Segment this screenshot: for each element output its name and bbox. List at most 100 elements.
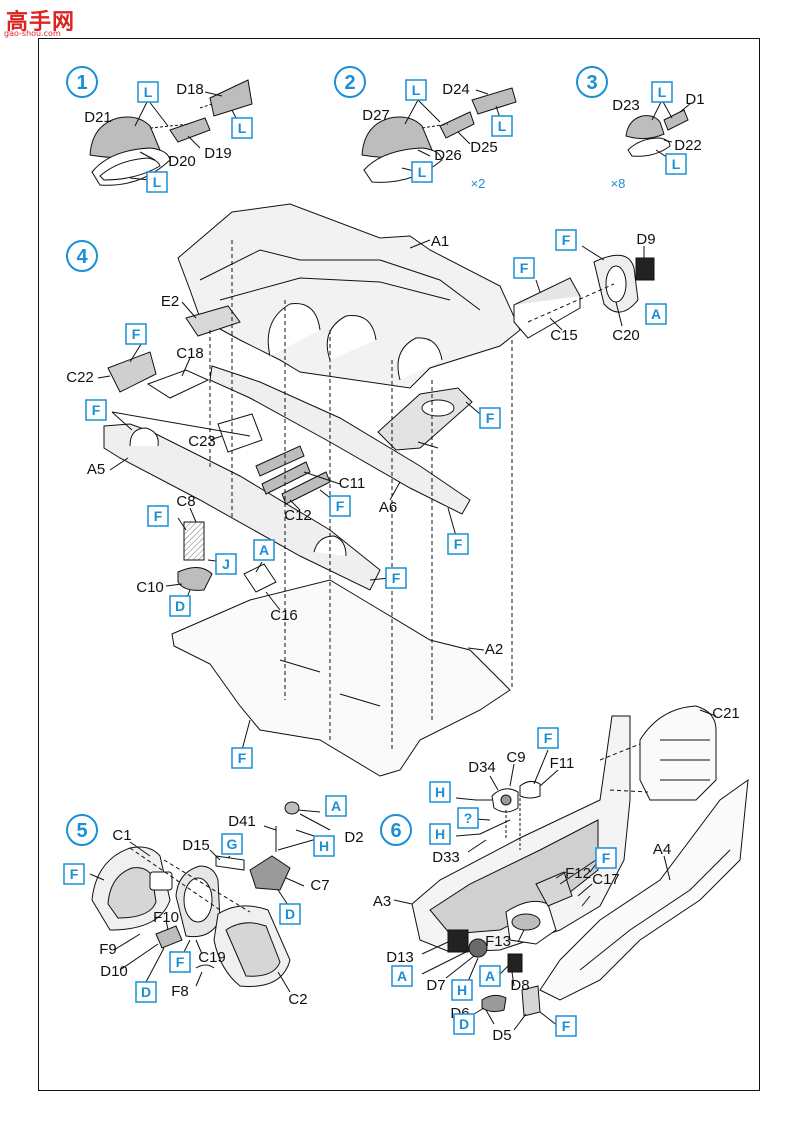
- step-number: 3: [586, 72, 597, 94]
- step-6-marker: 6: [380, 814, 412, 846]
- part-label-c17: C17: [592, 871, 620, 888]
- step-4-drawing: [103, 203, 655, 777]
- color-code-letter: H: [457, 982, 467, 998]
- color-code-letter: H: [435, 784, 445, 800]
- part-label-e2: E2: [161, 293, 179, 310]
- part-label-d15: D15: [182, 837, 210, 854]
- part-label-d25: D25: [470, 139, 498, 156]
- color-code-box: A: [391, 965, 413, 987]
- step-multiplier: ×2: [471, 176, 486, 191]
- color-code-letter: F: [70, 866, 79, 882]
- color-code-letter: A: [397, 968, 407, 984]
- color-code-box: F: [169, 951, 191, 973]
- part-label-f12: F12: [565, 865, 591, 882]
- color-code-box: L: [491, 115, 513, 137]
- color-code-letter: F: [92, 402, 101, 418]
- color-code-letter: F: [562, 232, 571, 248]
- part-label-d27: D27: [362, 107, 390, 124]
- site-logo: 高手网 gao-shou.com: [2, 4, 78, 38]
- color-code-box: F: [125, 323, 147, 345]
- color-code-letter: ?: [464, 810, 473, 826]
- part-label-d34: D34: [468, 759, 496, 776]
- color-code-letter: L: [498, 118, 507, 134]
- part-label-c2: C2: [288, 991, 307, 1008]
- part-label-d20: D20: [168, 153, 196, 170]
- part-label-d21: D21: [84, 109, 112, 126]
- color-code-box: L: [665, 153, 687, 175]
- part-label-c16: C16: [270, 607, 298, 624]
- step-number: 2: [344, 72, 355, 94]
- part-label-d22: D22: [674, 137, 702, 154]
- part-label-d24: D24: [442, 81, 470, 98]
- step-circle: [66, 240, 98, 272]
- part-label-c9: C9: [506, 749, 525, 766]
- part-label-d13: D13: [386, 949, 414, 966]
- color-code-letter: F: [562, 1018, 571, 1034]
- color-code-letter: F: [544, 730, 553, 746]
- step-6-leaders: [393, 709, 717, 1031]
- color-code-box: D: [135, 981, 157, 1003]
- part-label-c10: C10: [136, 579, 164, 596]
- color-code-box: F: [85, 399, 107, 421]
- part-label-c20: C20: [612, 327, 640, 344]
- part-label-c15: C15: [550, 327, 578, 344]
- part-label-d1: D1: [685, 91, 704, 108]
- color-code-box: F: [555, 229, 577, 251]
- color-code-letter: F: [176, 954, 185, 970]
- step-2-drawing: [361, 87, 517, 183]
- color-code-letter: F: [454, 536, 463, 552]
- part-label-f10: F10: [153, 909, 179, 926]
- part-label-a1: A1: [431, 233, 449, 250]
- color-code-box: F: [385, 567, 407, 589]
- color-code-box: L: [405, 79, 427, 101]
- part-label-d18: D18: [176, 81, 204, 98]
- color-code-box: F: [329, 495, 351, 517]
- color-code-letter: D: [459, 1016, 469, 1032]
- color-code-letter: L: [144, 84, 153, 100]
- color-code-box: F: [147, 505, 169, 527]
- color-code-letter: D: [285, 906, 295, 922]
- part-label-a3: A3: [373, 893, 391, 910]
- color-code-box: F: [595, 847, 617, 869]
- part-label-c19: C19: [198, 949, 226, 966]
- part-label-d41: D41: [228, 813, 256, 830]
- color-code-letter: J: [222, 556, 230, 572]
- part-label-c22: C22: [66, 369, 94, 386]
- step-1-leaders: [129, 91, 239, 181]
- color-code-letter: L: [672, 156, 681, 172]
- color-code-letter: F: [520, 260, 529, 276]
- color-code-box: F: [447, 533, 469, 555]
- part-label-c18: C18: [176, 345, 204, 362]
- step-5-drawing: [91, 801, 300, 987]
- part-label-d8: D8: [510, 977, 529, 994]
- part-label-c12: C12: [284, 507, 312, 524]
- color-code-box: H: [429, 823, 451, 845]
- part-label-c23: C23: [188, 433, 216, 450]
- step-number: 4: [76, 246, 88, 268]
- step-number: 5: [76, 820, 87, 842]
- part-label-a6: A6: [379, 499, 397, 516]
- color-code-box: L: [146, 171, 168, 193]
- step-circle: [66, 814, 98, 846]
- color-code-box: F: [479, 407, 501, 429]
- color-code-box: F: [63, 863, 85, 885]
- color-code-letter: A: [259, 542, 269, 558]
- step-1-drawing: [89, 79, 253, 186]
- part-label-d23: D23: [612, 97, 640, 114]
- color-code-letter: L: [238, 120, 247, 136]
- color-code-box: H: [429, 781, 451, 803]
- part-label-f11: F11: [550, 755, 575, 772]
- part-label-c21: C21: [712, 705, 740, 722]
- part-label-c8: C8: [176, 493, 195, 510]
- step-circle: [576, 66, 608, 98]
- color-code-letter: F: [486, 410, 495, 426]
- color-code-box: L: [231, 117, 253, 139]
- color-code-box: L: [411, 161, 433, 183]
- color-code-letter: L: [153, 174, 162, 190]
- step-multiplier: ×8: [611, 176, 626, 191]
- part-label-d26: D26: [434, 147, 462, 164]
- color-code-letter: F: [238, 750, 247, 766]
